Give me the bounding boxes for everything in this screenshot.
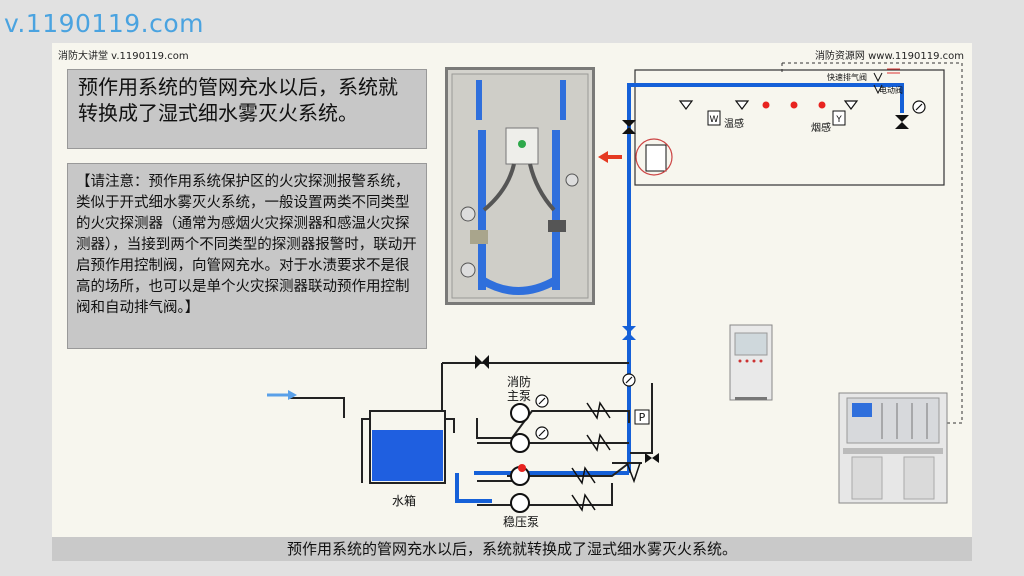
smoke-detectors: [762, 101, 826, 109]
supply-arrow-head: [288, 390, 297, 400]
exhaust-valve-label: 快速排气阀: [827, 72, 867, 82]
riser-valves: [622, 326, 636, 340]
valve-cabinet-photo: [445, 67, 595, 305]
main-pump-label-2: 主泵: [507, 389, 531, 403]
system-schematic: P W 温感 Y 烟感 快速: [267, 62, 963, 529]
signal-line: [782, 62, 963, 424]
slide-title: 预作用系统的管网充水以后，系统就转换成了湿式细水雾灭火系统。: [67, 69, 427, 149]
jockey-pump-label: 稳压泵: [503, 514, 539, 529]
smoke-detector-box: [832, 110, 846, 126]
pressure-switch-label: P: [639, 411, 646, 424]
red-arrow: [598, 151, 608, 163]
control-cabinet: [729, 324, 773, 401]
header-left: 消防大讲堂 v.1190119.com: [58, 51, 189, 62]
pump-icons: [510, 403, 530, 513]
riser-valves-black: [475, 115, 909, 463]
note-text: 【请注意：预作用系统保护区的火灾探测报警系统，类似于开式细水雾灭火系统，一般设置…: [67, 163, 427, 349]
smoke-detector-label: 烟感: [811, 121, 831, 134]
heat-detector: [707, 110, 721, 126]
header-right: 消防资源网 www.1190119.com: [814, 51, 964, 62]
pump-status-dot: [518, 464, 526, 472]
filled-pipe-network: [455, 83, 904, 503]
main-pump-label-1: 消防: [507, 374, 531, 389]
slide: 消防大讲堂 v.1190119.com 消防资源网 www.1190119.co…: [52, 43, 972, 561]
nozzles: [678, 100, 859, 110]
electric-valve-label: 电动阀: [879, 85, 903, 95]
water-tank-label: 水箱: [392, 493, 416, 508]
heat-detector-symbol: W: [710, 115, 719, 125]
pressure-gauges: [535, 100, 926, 440]
preaction-valve: [645, 144, 667, 172]
preaction-valve-highlight: [635, 138, 673, 176]
bottom-caption: 预作用系统的管网充水以后，系统就转换成了湿式细水雾灭火系统。: [52, 537, 972, 561]
smoke-detector-symbol: Y: [835, 115, 842, 125]
heat-detector-label: 温感: [724, 117, 744, 130]
check-valves: [571, 401, 641, 512]
site-watermark: v.1190119.com: [4, 9, 204, 38]
valve-cabinet-illustration: [451, 73, 589, 299]
tank-water-level: [372, 430, 443, 481]
protected-area-outline: [634, 69, 945, 186]
pressure-switch: [634, 409, 650, 425]
alarm-control-console: [838, 392, 948, 504]
supply-pipe-network: [290, 362, 653, 506]
